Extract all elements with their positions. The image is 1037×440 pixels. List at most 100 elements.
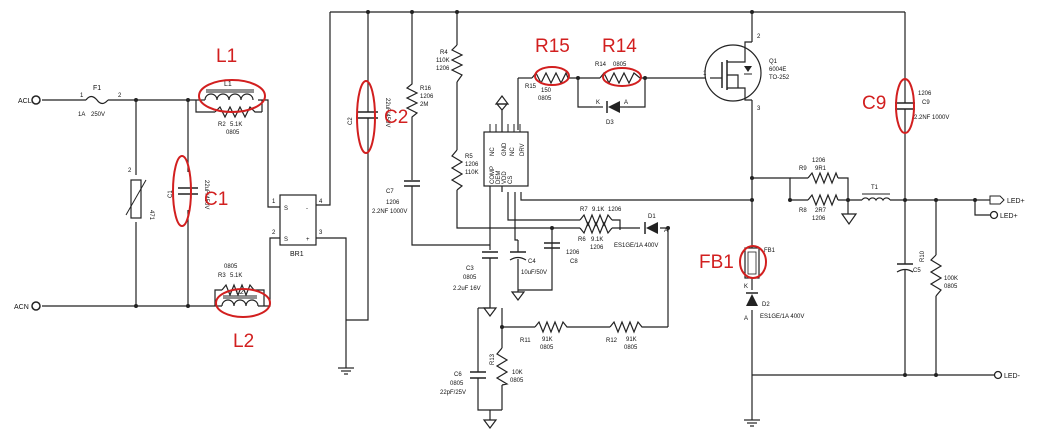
diode-d2: K A D2 ES1GE/1A 400V [744,284,804,322]
u1-pin-comp: COMP [490,166,496,184]
pin-label: K [596,100,600,106]
pin-label: 4 [319,199,323,205]
highlight-l1-label: L1 [216,46,237,67]
highlight-r15: R15 [534,36,570,86]
r11-ref: R11 [520,338,531,344]
highlight-r14: R14 [602,36,642,87]
r13-ref: R13 [490,353,496,365]
highlight-c9-label: C9 [862,93,886,114]
pin-label: 2 [128,168,132,174]
pin-label: 2 [757,34,761,40]
r2-value: 5.1K [230,122,242,128]
ferrite-bead-fb1: FB1 [744,247,776,279]
c8-pkg: 1206 [566,250,580,256]
c4-value: 10uF/50V [521,270,547,276]
r9-value: 9R1 [815,166,827,172]
pin-label: 1 [272,199,276,205]
r5-value: 110K [465,170,479,176]
junction-dots [134,10,977,377]
r15-pkg: 0805 [538,96,552,102]
d3-ref: D3 [606,120,614,126]
pin-label: 2 [272,230,276,236]
r4-ref: R4 [440,50,448,56]
resistor-r12: R12 91K 0805 [606,320,648,351]
r8-ref: R8 [799,208,807,214]
r1-value: 471 [148,210,154,221]
port-led-plus-2: LED+ [989,210,1018,220]
mosfet-q1: Q1 6004E TO-252 2 3 1 [703,34,790,112]
r12-value: 91K [626,337,637,343]
u1-pin-nc1: NC [490,147,496,156]
r16-ref: R16 [420,86,432,92]
inductor-l1: L1 [204,81,254,101]
c6-pkg: 0805 [450,381,464,387]
wire-network [42,11,995,420]
port-acl: ACL [18,95,41,105]
r7-value: 9.1K [592,207,604,213]
port-led-plus-2-label: LED+ [1000,213,1018,220]
r11-value: 91K [542,337,553,343]
svg-text:S: S [284,237,288,243]
highlight-c2: C2 [356,80,408,154]
c7-ref: C7 [386,189,394,195]
r8-value: 2R7 [815,208,827,214]
capacitor-c5: C5 [896,250,921,290]
br1-ref: BR1 [290,251,304,258]
r13-value: 10K [512,370,523,376]
r10-ref: R10 [920,250,926,262]
pin-label: 1 [80,93,84,99]
c1-ref: C1 [168,190,174,198]
c7-value: 2.2NF 1000V [372,209,407,215]
r3-pkg: 0805 [224,264,238,270]
pin-label: A [624,100,628,106]
ground-c3 [482,307,498,317]
r9-ref: R9 [799,166,807,172]
r6-ref: R6 [578,237,586,243]
inductor-l2: L2 [221,289,259,307]
r16-pkg: 1206 [420,94,434,100]
r12-ref: R12 [606,338,618,344]
resistor-r13: R13 10K 0805 [490,347,524,386]
u1-pin-cs: CS [508,176,514,184]
r15-ref: R15 [525,84,537,90]
highlight-c1: C1 [172,155,228,227]
ground-vdd [494,95,510,105]
highlight-l1: L1 [198,46,266,113]
d1-part: ES1GE/1A 400V [614,243,658,249]
resistor-r5: R5 1206 110K [450,149,479,191]
u1-pin-dem: DEM [496,171,502,184]
pin-label: A [744,316,748,322]
r16-value: 2M [420,102,428,108]
r15-value: 150 [541,88,552,94]
capacitor-c1: C1 22uF/450V [168,180,209,209]
ground-c6 [482,419,498,429]
d1-ref: D1 [648,214,656,220]
highlight-r15-label: R15 [535,36,570,57]
highlight-c1-label: C1 [204,189,228,210]
pin-label: 3 [319,230,323,236]
l2-ref: L2 [236,289,244,296]
pin-label: 1 [703,71,707,77]
svg-text:+: + [306,237,310,243]
resistor-r8: R8 2R7 1206 [799,193,839,222]
c9-value: 2.2NF 1000V [914,115,949,121]
r14-pkg: 0805 [613,62,627,68]
capacitor-c6: C6 0805 22pF/25V [440,360,486,396]
resistor-r16: R16 1206 2M [405,80,434,120]
capacitor-c3: C3 0805 2.2uF 16V [453,251,498,292]
r14-ref: R14 [595,62,607,68]
f1-value: 1A [78,112,85,118]
c9-ref: C9 [922,100,930,106]
r10-pkg: 0805 [944,284,958,290]
resistor-r4: R4 110K 1206 [436,44,464,83]
q1-part: 6004E [769,67,786,73]
varistor-r1: 471 2 [125,168,154,221]
highlight-c9: C9 [862,78,915,134]
capacitor-c8: 1206 C8 [544,242,580,265]
port-acl-label: ACL [18,98,32,105]
d2-ref: D2 [762,302,770,308]
t1-ref: T1 [871,185,879,191]
r7-pkg: 1206 [608,207,622,213]
